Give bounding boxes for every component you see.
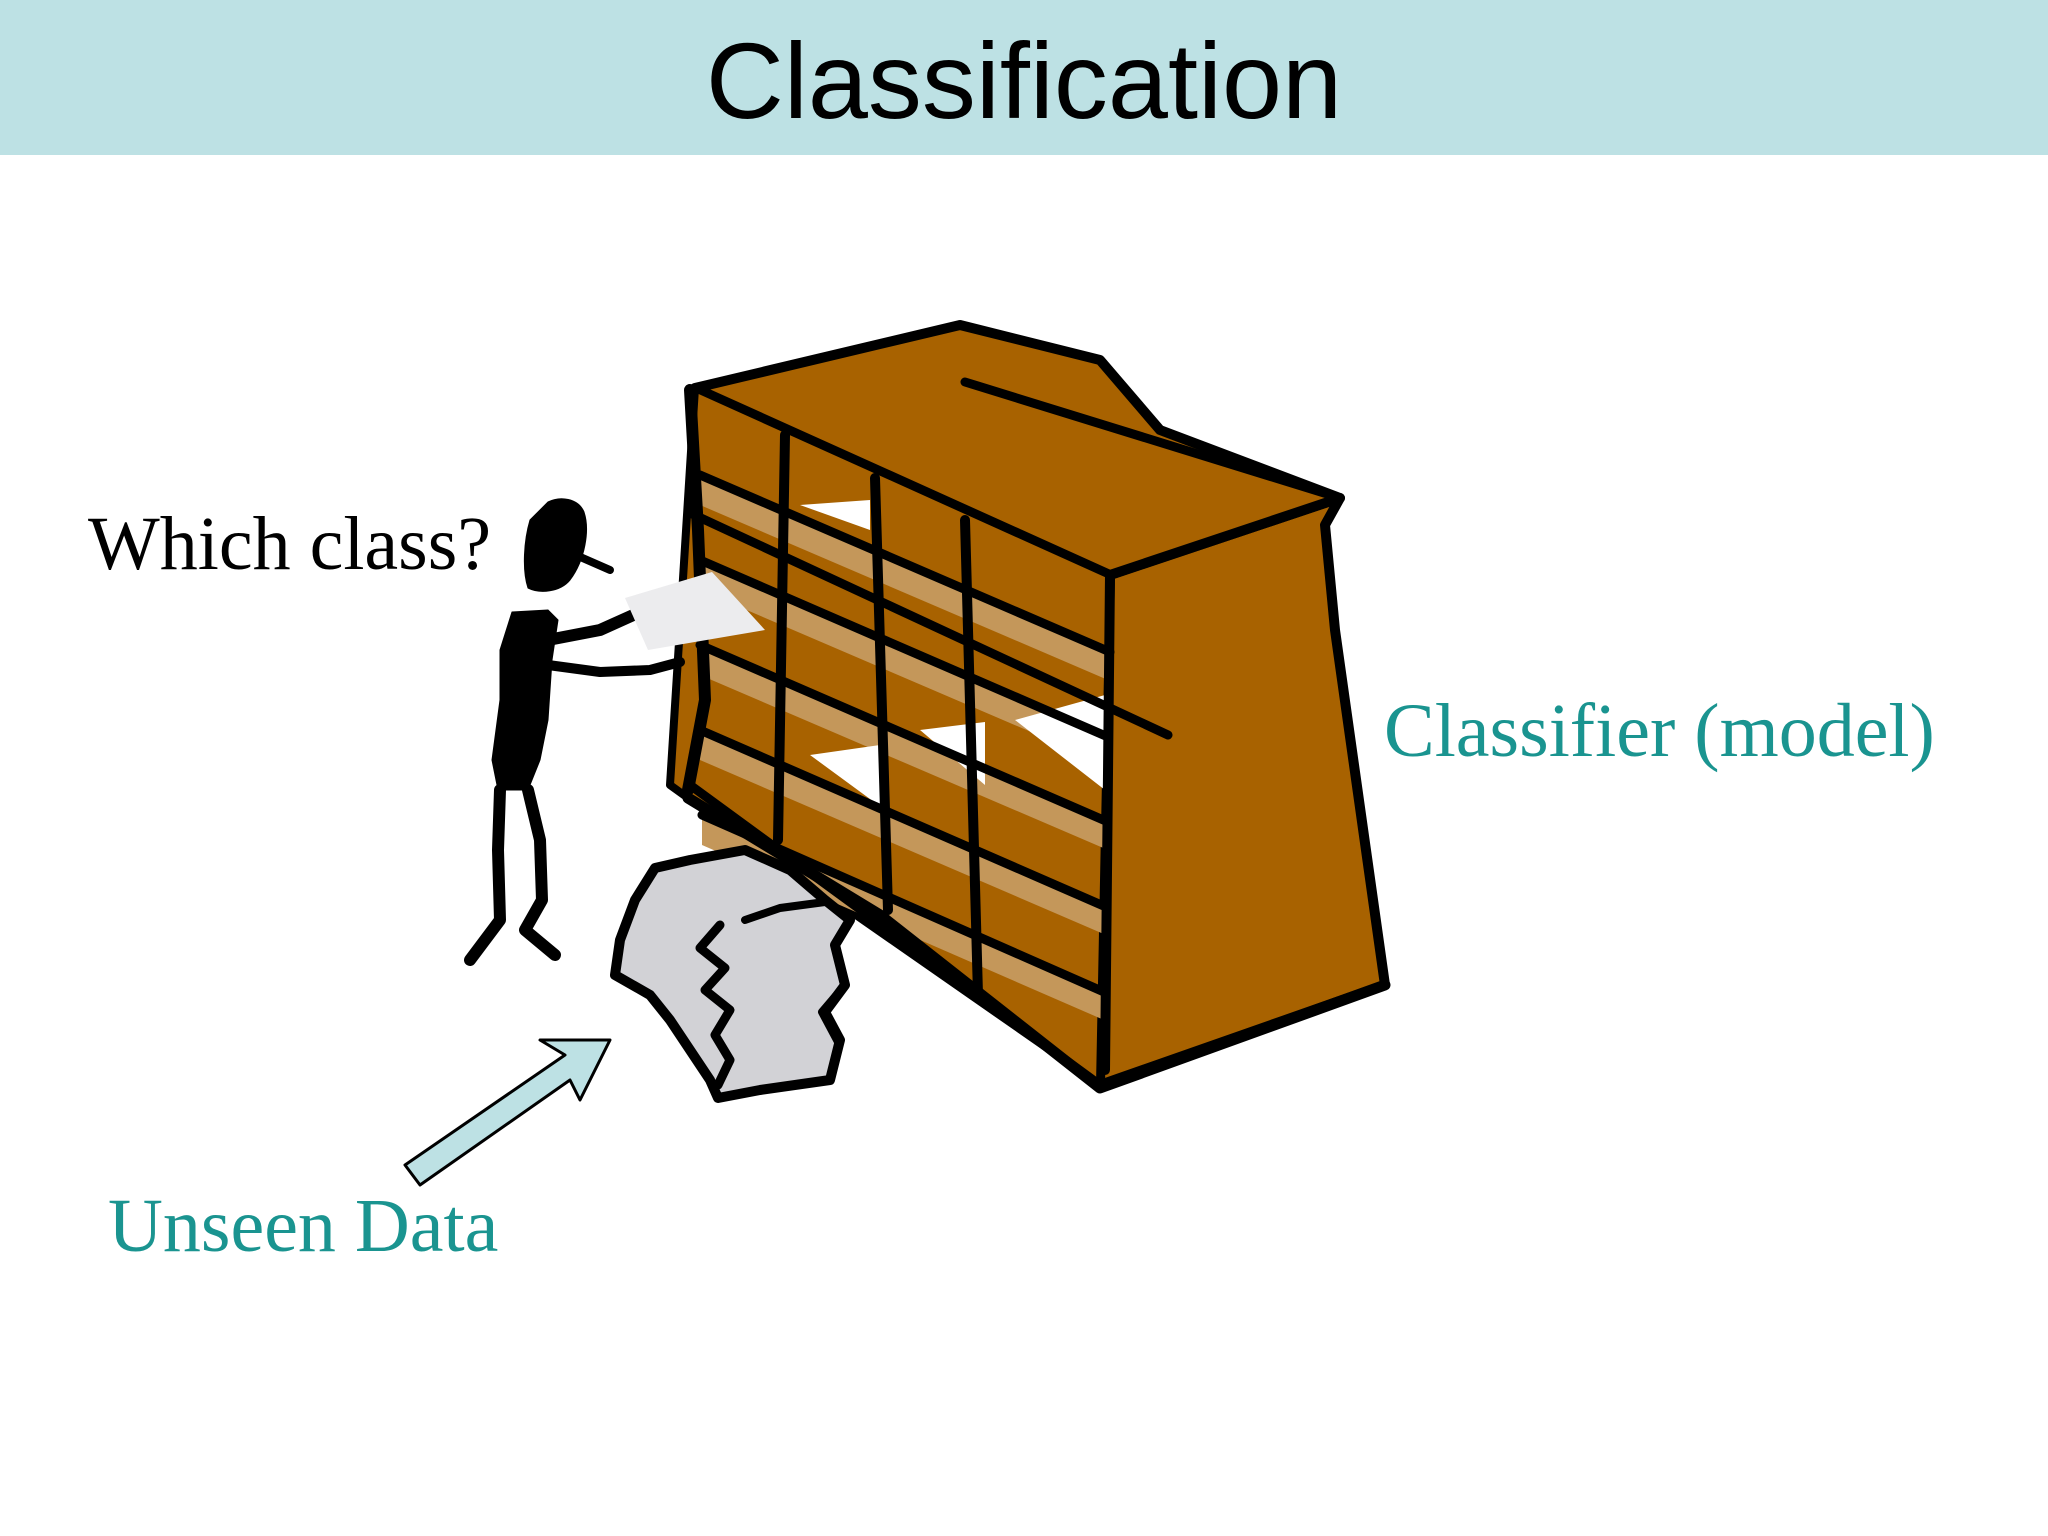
unseen-data-label: Unseen Data: [108, 1184, 499, 1268]
person-figure-icon: [464, 498, 765, 966]
which-class-label: Which class?: [88, 502, 492, 586]
sorting-cabinet-icon: [666, 320, 1391, 1094]
classifier-label: Classifier (model): [1384, 689, 1935, 773]
title-bar: Classification: [0, 0, 2048, 155]
slide-title: Classification: [705, 19, 1343, 141]
unseen-paper-icon: [610, 845, 855, 1103]
arrow-icon: [403, 1038, 612, 1187]
